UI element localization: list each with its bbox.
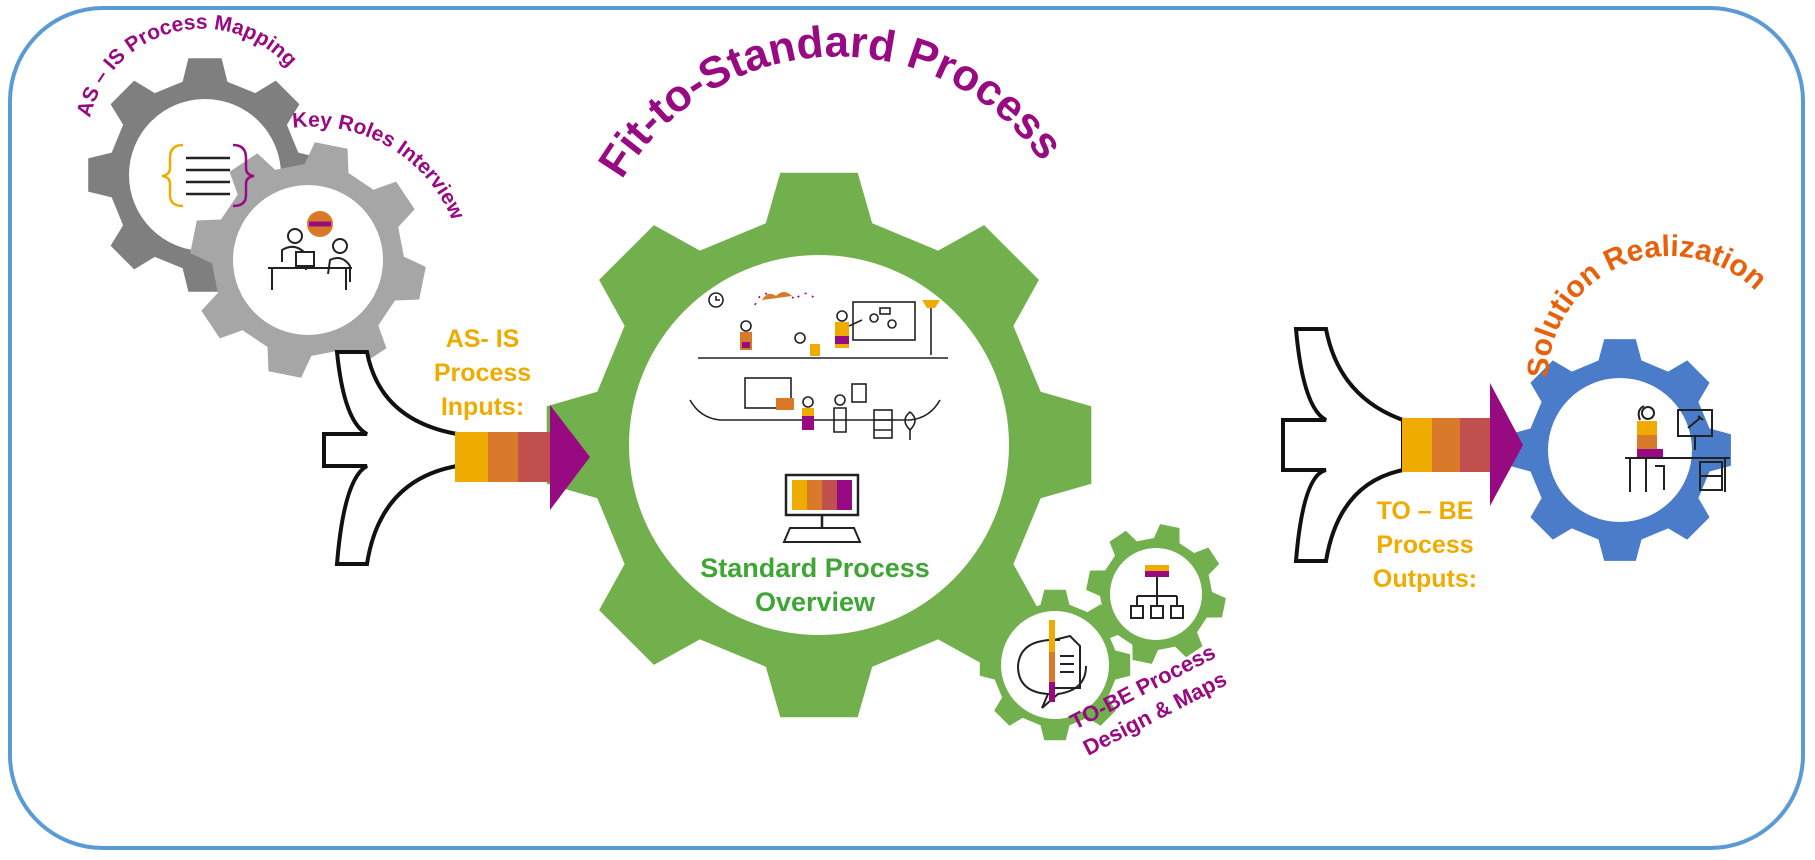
office-scene-icon [689,292,948,440]
chat-document-icon [1016,620,1087,709]
workstation-icon [1625,405,1730,492]
merge-arrow-icon [322,350,590,566]
interview-icon [268,211,352,290]
fit-to-standard-title: Fit-to-Standard Process [589,18,1073,186]
to-be-outputs-label: TO – BE Process Outputs: [1372,497,1478,593]
solution-realization-label: Solution Realization [1522,230,1773,379]
as-is-inputs-label: AS- IS Process Inputs: [433,325,532,421]
org-chart-icon [1130,565,1184,619]
merge-arrow-icon-right [1281,327,1523,563]
standard-process-overview-label: Standard Process Overview [700,553,930,617]
main-gear-hub [629,255,1009,635]
diagram-frame [8,6,1805,850]
monitor-icon [782,473,862,543]
document-braces-icon [161,143,255,208]
